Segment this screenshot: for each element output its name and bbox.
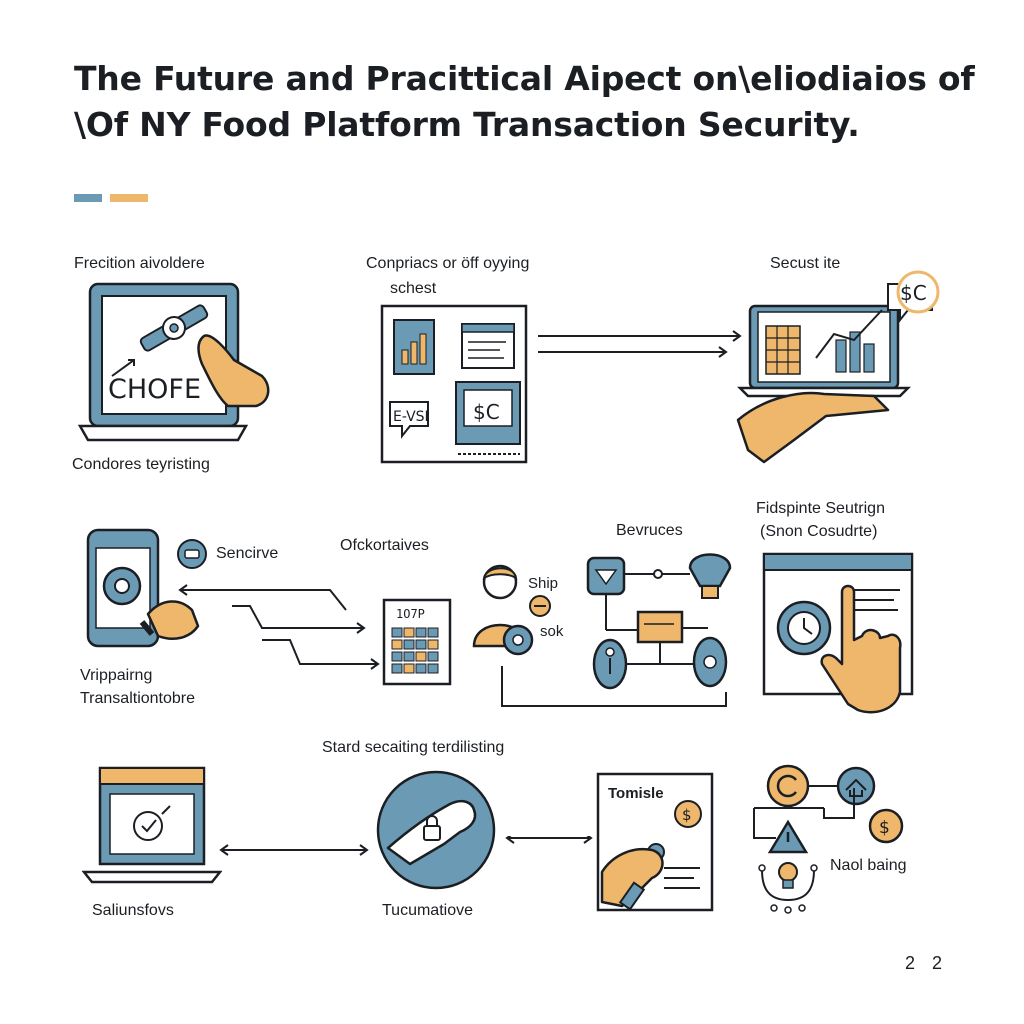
arrows-row3-icon <box>219 836 593 856</box>
label-tucumatiove: Tucumatiove <box>382 902 473 919</box>
sensitive-badge-icon <box>177 539 207 569</box>
title-line-1: The Future and Pracittical Aipect on\eli… <box>74 59 975 98</box>
calendar-icon: 1O7P <box>382 598 452 686</box>
laptop-wrench-icon: CHOFE <box>78 282 270 442</box>
laptop-chart-hand-icon: $C <box>736 270 940 464</box>
person-icon <box>472 564 534 656</box>
label-vrippairng: Vrippairng <box>80 667 153 684</box>
label-conpriacs: Conpriacs or öff oyying <box>366 255 530 272</box>
label-condores: Condores teyristing <box>72 456 210 473</box>
dashboard-bubble-text: E-VSI <box>393 409 429 425</box>
label-ship: Ship <box>528 575 559 592</box>
label-schest: schest <box>390 280 437 297</box>
calendar-header-text: 1O7P <box>396 607 425 621</box>
label-bevruces: Bevruces <box>616 522 683 539</box>
label-saliunsfovs: Saliunsfovs <box>92 902 174 919</box>
title-line-2: \Of NY Food Platform Transaction Securit… <box>74 105 860 144</box>
label-naol-baing: Naol baing <box>830 857 907 874</box>
label-snon-cosudrte: (Snon Cosudrte) <box>760 523 878 540</box>
laptop-bubble-text: $C <box>900 281 927 305</box>
label-transaltiontobre: Transaltiontobre <box>80 690 196 707</box>
label-frecition: Frecition aivoldere <box>74 255 205 272</box>
accent-bar-blue <box>74 194 102 202</box>
accent-bar-orange <box>110 194 148 202</box>
label-fidspinte: Fidspinte Seutrign <box>756 500 885 517</box>
label-sok: sok <box>540 623 564 640</box>
label-stard-secaiting: Stard secaiting terdilisting <box>322 739 505 756</box>
page-title: The Future and Pracittical Aipect on\eli… <box>74 56 975 148</box>
tree-coin: $ <box>879 818 890 838</box>
label-sencirve: Sencirve <box>216 545 279 562</box>
dashboard-screen-text: $C <box>473 400 500 424</box>
laptop-screen-text: CHOFE <box>108 374 201 405</box>
decision-tree-icon: $ <box>753 764 904 914</box>
document-key-hand-icon: Tomisle $ <box>596 772 714 912</box>
page-number: 2 2 <box>904 953 948 973</box>
laptop-target-icon <box>82 766 222 884</box>
document-title: Tomisle <box>608 785 664 802</box>
secure-hand-icon <box>376 770 496 890</box>
network-diagram-icon <box>586 553 732 690</box>
toggle-icon <box>529 595 551 617</box>
phone-gear-hand-icon <box>86 528 200 648</box>
document-coin: $ <box>682 806 692 824</box>
label-secust: Secust ite <box>770 255 841 272</box>
browser-fingerprint-hand-icon <box>762 552 914 714</box>
dashboard-document-icon: $C E-VSI <box>380 304 528 464</box>
label-ofckortaives: Ofckortaives <box>340 537 429 554</box>
